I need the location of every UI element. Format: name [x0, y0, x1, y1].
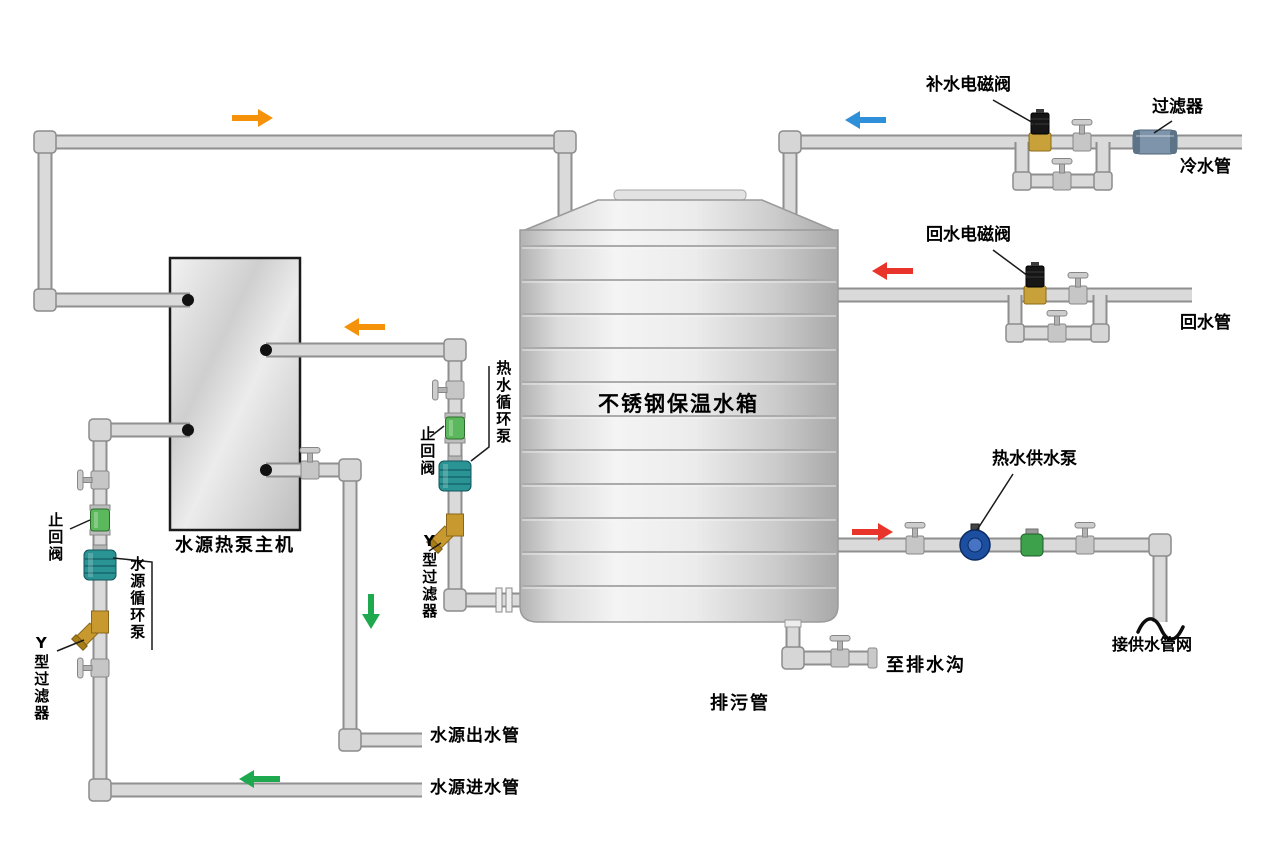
y-filter-mid-label: Y型过滤器	[420, 532, 439, 620]
flow-arrows	[232, 109, 913, 788]
hot-supply-pump-label: 热水供水泵	[992, 449, 1077, 469]
flow-arrow-left-icon	[845, 111, 886, 129]
hot-circ-pump-label: 热水循环泵	[494, 360, 513, 445]
manual-valve-icon	[904, 522, 926, 555]
y-filter-icon	[426, 513, 464, 554]
manual-valve-icon	[1051, 158, 1073, 191]
solenoid-valve-icon	[1028, 109, 1052, 152]
manual-valve-icon	[1071, 119, 1093, 152]
circulation-pump-icon	[83, 544, 117, 581]
inline-filter-label: 过滤器	[1152, 97, 1203, 117]
heat-pump-label: 水源热泵主机	[175, 535, 295, 556]
to-drain-ditch-label: 至排水沟	[886, 655, 966, 676]
green-valve-icon	[1020, 528, 1044, 557]
inline-filter-icon	[1132, 129, 1178, 155]
check-valve-mid-label: 止回阀	[418, 426, 437, 477]
source-inlet-pipe-label: 水源进水管	[430, 778, 520, 798]
tank-inlet-flange	[495, 587, 513, 613]
storage-tank	[519, 189, 839, 623]
flow-arrow-down-icon	[362, 594, 380, 629]
manual-valve-icon	[77, 469, 110, 491]
solenoid-valve-icon	[1023, 262, 1047, 305]
pipe-elbow-fittings	[33, 130, 1172, 802]
manual-valve-icon	[77, 657, 110, 679]
return-pipe-label: 回水管	[1180, 313, 1231, 333]
flow-arrow-left-icon	[239, 770, 280, 788]
flow-arrow-left-icon	[344, 318, 385, 336]
y-filter-left-label: Y型过滤器	[32, 634, 51, 722]
circulation-pump-icon	[438, 455, 472, 492]
flow-arrow-left-icon	[872, 262, 913, 280]
makeup-solenoid-label: 补水电磁阀	[926, 75, 1011, 95]
flow-arrow-right-icon	[852, 523, 893, 541]
pipe-break-icon	[1136, 617, 1185, 641]
manual-valve-icon	[1046, 310, 1068, 343]
manual-valve-icon	[432, 379, 465, 401]
return-solenoid-label: 回水电磁阀	[926, 225, 1011, 245]
manual-valve-icon	[299, 447, 321, 480]
check-valve-icon	[89, 504, 111, 536]
check-valve-left-label: 止回阀	[46, 512, 65, 563]
flow-arrow-right-icon	[232, 109, 273, 127]
manual-valve-icon	[1067, 272, 1089, 305]
label-leader-lines	[56, 99, 1173, 652]
source-outlet-pipe-label: 水源出水管	[430, 726, 520, 746]
cold-water-pipe-label: 冷水管	[1180, 157, 1231, 177]
manual-valve-icon	[829, 635, 851, 668]
drain-end-cap	[867, 647, 878, 669]
drain-stub-ring	[784, 619, 802, 628]
tank-label: 不锈钢保温水箱	[598, 392, 759, 416]
sewage-pipe-label: 排污管	[710, 693, 770, 714]
check-valve-icon	[444, 412, 466, 444]
to-supply-network-label: 接供水管网	[1112, 635, 1193, 654]
manual-valve-icon	[1074, 522, 1096, 555]
supply-pump-icon	[959, 523, 991, 561]
heat-pump-ports	[182, 294, 272, 476]
source-circ-pump-label: 水源循环泵	[128, 556, 147, 641]
